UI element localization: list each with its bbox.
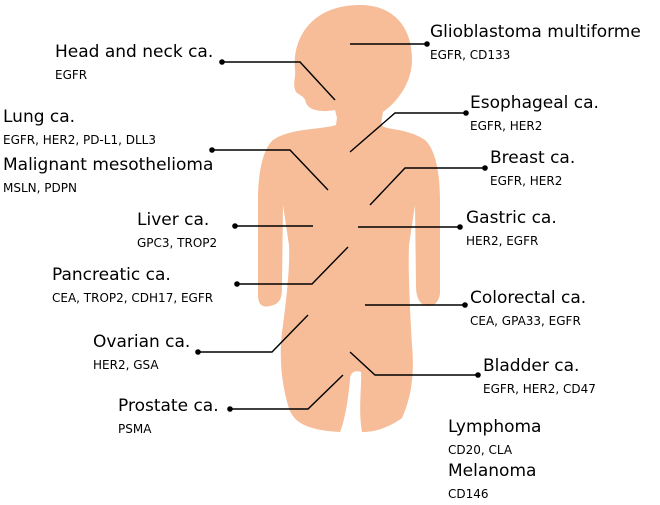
esophageal-name: Esophageal ca. — [470, 93, 599, 113]
leader-dot-pancreatic — [234, 281, 240, 287]
breast-markers: EGFR, HER2 — [490, 174, 563, 188]
leader-line-bladder — [349, 351, 478, 376]
liver-markers: GPC3, TROP2 — [137, 236, 218, 250]
leader-line-esophageal — [349, 112, 466, 153]
label-esophageal: Esophageal ca. EGFR, HER2 — [470, 93, 599, 134]
colorectal-name: Colorectal ca. — [470, 288, 587, 308]
leader-dot-lung — [209, 147, 215, 153]
label-bladder: Bladder ca. EGFR, HER2, CD47 — [483, 356, 596, 397]
prostate-name: Prostate ca. — [118, 396, 219, 416]
label-colorectal: Colorectal ca. CEA, GPA33, EGFR — [470, 288, 586, 329]
glioblastoma-markers: EGFR, CD133 — [430, 48, 511, 62]
lymphoma-name: Lymphoma — [448, 417, 542, 437]
leader-dot-prostate — [227, 406, 233, 412]
leader-lines — [195, 41, 488, 412]
leader-dot-ovarian — [195, 349, 201, 355]
leader-line-ovarian — [198, 314, 309, 353]
leader-dot-colorectal — [462, 302, 468, 308]
ovarian-markers: HER2, GSA — [93, 358, 159, 372]
label-gastric: Gastric ca. HER2, EGFR — [466, 208, 557, 249]
torso-shape — [258, 110, 440, 432]
head-and-neck-name: Head and neck ca. — [55, 42, 214, 62]
breast-name: Breast ca. — [490, 148, 576, 168]
leader-line-prostate — [230, 374, 344, 410]
gastric-name: Gastric ca. — [466, 208, 557, 228]
leader-dot-bladder — [475, 372, 481, 378]
pancreatic-markers: CEA, TROP2, CDH17, EGFR — [52, 291, 214, 305]
label-breast: Breast ca. EGFR, HER2 — [490, 148, 575, 189]
leader-dot-gastric — [457, 224, 463, 230]
esophageal-markers: EGFR, HER2 — [470, 119, 543, 133]
head-shape — [294, 5, 412, 130]
lung-markers: EGFR, HER2, PD-L1, DLL3 — [3, 133, 156, 147]
pancreatic-name: Pancreatic ca. — [52, 265, 171, 285]
melanoma-name: Melanoma — [448, 461, 537, 481]
liver-name: Liver ca. — [137, 210, 210, 230]
mesothelioma-name: Malignant mesothelioma — [3, 155, 214, 175]
head-and-neck-markers: EGFR — [55, 68, 88, 82]
melanoma-markers: CD146 — [448, 487, 489, 501]
label-ovarian: Ovarian ca. HER2, GSA — [93, 332, 190, 373]
lymphoma-markers: CD20, CLA — [448, 443, 513, 457]
mesothelioma-markers: MSLN, PDPN — [3, 181, 77, 195]
leader-line-breast — [369, 167, 485, 206]
leader-dot-liver — [232, 223, 238, 229]
leader-dot-breast — [482, 165, 488, 171]
glioblastoma-name: Glioblastoma multiforme — [430, 22, 641, 42]
body-silhouette — [258, 5, 440, 432]
label-prostate: Prostate ca. PSMA — [118, 396, 219, 437]
leader-line-lung — [212, 149, 329, 191]
label-pancreatic: Pancreatic ca. CEA, TROP2, CDH17, EGFR — [52, 265, 213, 306]
leader-line-head-and-neck — [222, 61, 336, 101]
leader-line-pancreatic — [237, 246, 349, 285]
colorectal-markers: CEA, GPA33, EGFR — [470, 314, 581, 328]
label-lung: Lung ca. EGFR, HER2, PD-L1, DLL3 — [3, 107, 156, 148]
label-head-and-neck: Head and neck ca. EGFR — [55, 42, 213, 83]
ovarian-name: Ovarian ca. — [93, 332, 191, 352]
leader-dot-esophageal — [463, 110, 469, 116]
gastric-markers: HER2, EGFR — [466, 234, 539, 248]
label-liver: Liver ca. GPC3, TROP2 — [137, 210, 217, 251]
leader-dot-glioblastoma — [424, 41, 430, 47]
leader-dot-head-and-neck — [219, 59, 225, 65]
prostate-markers: PSMA — [118, 422, 152, 436]
lung-name: Lung ca. — [3, 107, 76, 127]
bladder-markers: EGFR, HER2, CD47 — [483, 382, 596, 396]
bladder-name: Bladder ca. — [483, 356, 580, 376]
